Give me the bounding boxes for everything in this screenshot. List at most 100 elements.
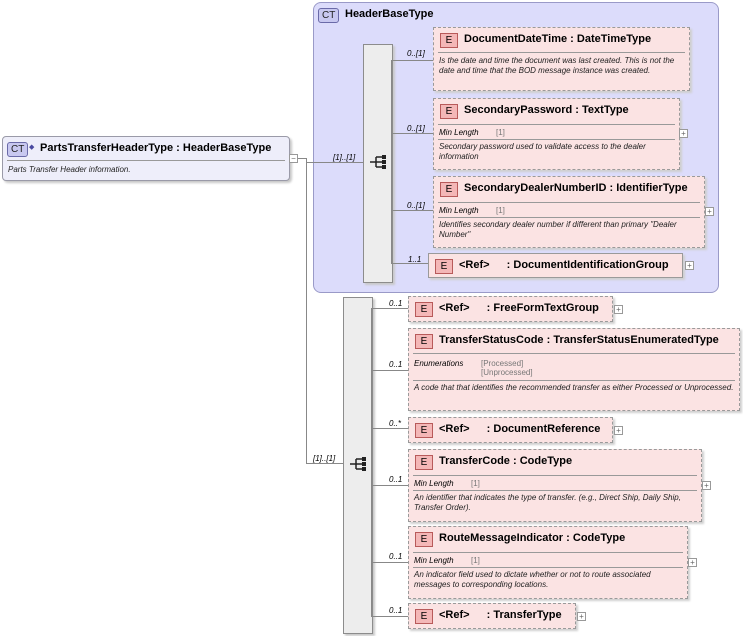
main-conn-5: [371, 562, 408, 563]
element-type: TransferStatusEnumeratedType: [553, 334, 719, 346]
element-description: A code that that identifies the recommen…: [414, 383, 734, 392]
element-badge-icon: E: [415, 302, 433, 317]
element-ref-free-form-text-group[interactable]: E <Ref> : FreeFormTextGroup: [408, 296, 613, 322]
root-to-header-seq: [306, 162, 363, 163]
type-separator: :: [486, 423, 491, 435]
multiplicity-label: 0..1: [389, 606, 403, 615]
type-separator: :: [512, 455, 517, 467]
header-sequence-box[interactable]: [363, 44, 393, 283]
element-badge-icon: E: [440, 33, 458, 48]
element-type: DocumentReference: [493, 423, 601, 435]
multiplicity-label: 0..1: [389, 299, 403, 308]
root-conn: [298, 158, 306, 159]
separator: [413, 380, 735, 381]
separator: [438, 202, 700, 203]
element-name: DocumentDateTime: [464, 33, 568, 45]
main-conn-1: [371, 308, 408, 309]
type-separator: :: [575, 104, 579, 116]
type-separator: :: [176, 142, 180, 154]
element-type: FreeFormTextGroup: [493, 302, 599, 314]
element-document-date-time[interactable]: E DocumentDateTime : DateTimeType Is the…: [433, 27, 690, 91]
plus-icon[interactable]: +: [577, 612, 586, 621]
element-description: An indicator field used to dictate wheth…: [414, 570, 651, 589]
sequence-icon: [350, 457, 366, 471]
header-seq-multiplicity: [1]..[1]: [333, 153, 356, 162]
element-secondary-dealer-number-id[interactable]: E SecondaryDealerNumberID : IdentifierTy…: [433, 176, 705, 248]
element-badge-icon: E: [415, 532, 433, 547]
header-group-title: HeaderBaseType: [345, 8, 434, 20]
plus-icon[interactable]: +: [688, 558, 697, 567]
sequence-icon: [370, 155, 386, 169]
element-name: <Ref>: [439, 302, 470, 314]
multiplicity-label: 0..[1]: [407, 49, 425, 58]
multiplicity-label: 0..1: [389, 475, 403, 484]
element-description: An identifier that indicates the type of…: [414, 493, 681, 512]
plus-icon[interactable]: +: [614, 426, 623, 435]
plus-icon[interactable]: +: [685, 261, 694, 270]
element-ref-document-reference[interactable]: E <Ref> : DocumentReference: [408, 417, 613, 443]
element-type: TextType: [582, 104, 629, 116]
element-transfer-status-code[interactable]: E TransferStatusCode : TransferStatusEnu…: [408, 328, 740, 411]
separator: [438, 124, 675, 125]
main-conn-2: [371, 370, 408, 371]
element-secondary-password[interactable]: E SecondaryPassword : TextType Min Lengt…: [433, 98, 680, 170]
element-ref-transfer-type[interactable]: E <Ref> : TransferType: [408, 603, 576, 629]
header-conn-4: [391, 263, 428, 264]
facet-label: Enumerations: [414, 359, 464, 368]
root-description: Parts Transfer Header information.: [8, 165, 131, 174]
element-ref-document-identification-group[interactable]: E <Ref> : DocumentIdentificationGroup: [428, 253, 683, 278]
multiplicity-label: 0..1: [389, 552, 403, 561]
root-complex-type[interactable]: CT ◆ PartsTransferHeaderType : HeaderBas…: [2, 136, 290, 181]
element-badge-icon: E: [435, 259, 453, 274]
element-route-message-indicator[interactable]: E RouteMessageIndicator : CodeType Min L…: [408, 526, 688, 599]
element-badge-icon: E: [440, 104, 458, 119]
multiplicity-label: 0..*: [389, 419, 402, 428]
root-name: PartsTransferHeaderType: [40, 142, 174, 154]
root-base-type: HeaderBaseType: [182, 142, 272, 154]
extension-icon: ◆: [29, 144, 35, 151]
type-separator: :: [609, 182, 614, 194]
facet-label: Min Length: [439, 128, 479, 137]
separator: [7, 160, 285, 161]
root-to-main-seq: [306, 463, 343, 464]
main-conn-6: [371, 616, 408, 617]
type-separator: :: [486, 609, 491, 621]
type-separator: :: [566, 532, 570, 544]
plus-icon[interactable]: +: [702, 481, 711, 490]
facet-value: [1]: [471, 479, 480, 488]
element-name: SecondaryDealerNumberID: [464, 182, 607, 194]
element-name: <Ref>: [439, 423, 470, 435]
element-name: <Ref>: [459, 259, 490, 271]
plus-icon[interactable]: +: [705, 207, 714, 216]
element-name: SecondaryPassword: [464, 104, 573, 116]
element-transfer-code[interactable]: E TransferCode : CodeType Min Length [1]…: [408, 449, 702, 522]
header-conn-1: [391, 60, 433, 61]
enumeration-value: [Unprocessed]: [481, 368, 533, 377]
separator: [438, 139, 675, 140]
element-type: CodeType: [519, 455, 573, 467]
separator: [413, 475, 697, 476]
plus-icon[interactable]: +: [614, 305, 623, 314]
element-name: TransferStatusCode: [439, 334, 544, 346]
main-conn-4: [371, 485, 408, 486]
element-badge-icon: E: [415, 455, 433, 470]
element-badge-icon: E: [415, 334, 433, 349]
type-separator: :: [506, 259, 511, 271]
separator: [413, 490, 697, 491]
facet-value: [1]: [496, 206, 505, 215]
separator: [413, 353, 735, 354]
type-separator: :: [486, 302, 491, 314]
plus-icon[interactable]: +: [679, 129, 688, 138]
facet-label: Min Length: [439, 206, 479, 215]
multiplicity-label: 0..[1]: [407, 124, 425, 133]
element-description: Secondary password used to validate acce…: [439, 142, 646, 161]
element-type: TransferType: [493, 609, 562, 621]
main-seq-vertical: [371, 308, 372, 616]
enumeration-value: [Processed]: [481, 359, 524, 368]
multiplicity-label: 0..[1]: [407, 201, 425, 210]
main-sequence-box[interactable]: [343, 297, 373, 634]
element-description: Identifies secondary dealer number if di…: [439, 220, 677, 239]
minus-icon[interactable]: −: [289, 154, 298, 163]
element-type: IdentifierType: [616, 182, 688, 194]
separator: [438, 217, 700, 218]
